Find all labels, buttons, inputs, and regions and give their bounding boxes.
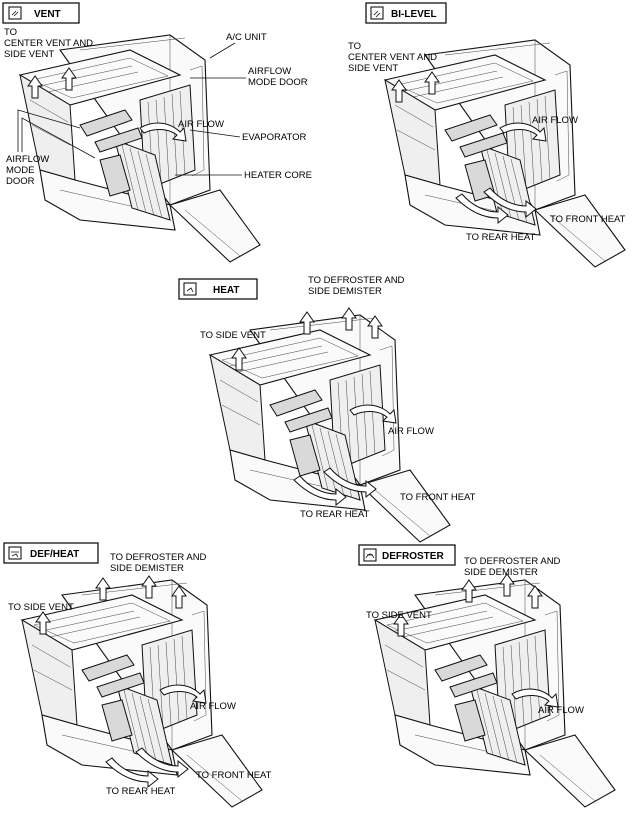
- defheat-panel: DEF/HEAT TO DEFROSTER AND SIDE DEMISTER …: [3, 542, 272, 808]
- vent-mode-label: VENT: [34, 9, 61, 20]
- vent-label-evaporator: EVAPORATOR: [242, 132, 307, 143]
- defroster-label-side-vent: TO SIDE VENT: [366, 610, 432, 621]
- defheat-mode-label: DEF/HEAT: [30, 549, 79, 560]
- vent-label-heater-core: HEATER CORE: [244, 170, 312, 181]
- bilevel-mode-label: BI-LEVEL: [391, 9, 437, 20]
- bilevel-label-air-flow: AIR FLOW: [532, 115, 578, 126]
- vent-mode-label-box: [2, 2, 80, 24]
- vent-label-air-flow: AIR FLOW: [178, 119, 224, 130]
- vent-label-airflow-mode-1: AIRFLOW: [6, 154, 49, 165]
- bilevel-label-to: TO: [348, 41, 361, 52]
- defheat-label-defroster-1: TO DEFROSTER AND: [110, 552, 207, 563]
- vent-label-airflow-mode-3: DOOR: [6, 176, 35, 187]
- defheat-mode-label-box: [3, 542, 99, 564]
- bilevel-label-front-heat: TO FRONT HEAT: [550, 214, 626, 225]
- defroster-panel: DEFROSTER TO DEFROSTER AND SIDE DEMISTER…: [358, 544, 616, 808]
- heat-label-defroster-2: SIDE DEMISTER: [308, 286, 382, 297]
- defroster-mode-label-box: [358, 544, 456, 566]
- bilevel-label-rear-heat: TO REAR HEAT: [466, 232, 536, 243]
- bilevel-mode-icon: [370, 6, 384, 20]
- vent-label-ac-unit: A/C UNIT: [226, 32, 267, 43]
- defroster-mode-label: DEFROSTER: [382, 551, 444, 562]
- vent-label-airflow-door-2: MODE DOOR: [248, 77, 308, 88]
- defroster-label-defroster-1: TO DEFROSTER AND: [464, 556, 561, 567]
- vent-label-side-vent: SIDE VENT: [4, 49, 54, 60]
- heat-mode-label: HEAT: [213, 285, 239, 296]
- vent-label-airflow-door-1: AIRFLOW: [248, 66, 291, 77]
- heat-label-rear-heat: TO REAR HEAT: [300, 509, 370, 520]
- bilevel-panel: BI-LEVEL TO CENTER VENT AND SIDE VENT AI…: [348, 2, 626, 268]
- heat-label-defroster-1: TO DEFROSTER AND: [308, 275, 405, 286]
- bilevel-label-side-vent: SIDE VENT: [348, 63, 398, 74]
- bilevel-mode-label-box: [365, 2, 447, 24]
- vent-panel: VENT TO CENTER VENT AND SIDE VENT A/C UN…: [2, 2, 312, 263]
- heat-label-side-vent: TO SIDE VENT: [200, 330, 266, 341]
- heat-mode-label-box: [178, 278, 258, 300]
- defheat-label-side-vent: TO SIDE VENT: [8, 602, 74, 613]
- vent-label-center-vent: CENTER VENT AND: [4, 38, 93, 49]
- defheat-label-defroster-2: SIDE DEMISTER: [110, 563, 184, 574]
- heat-label-air-flow: AIR FLOW: [388, 426, 434, 437]
- vent-mode-icon: [8, 6, 22, 20]
- defheat-label-front-heat: TO FRONT HEAT: [196, 770, 272, 781]
- defheat-mode-icon: [8, 546, 22, 560]
- heat-label-front-heat: TO FRONT HEAT: [400, 492, 476, 503]
- heat-panel: HEAT TO DEFROSTER AND SIDE DEMISTER TO S…: [178, 275, 476, 543]
- vent-label-airflow-mode-2: MODE: [6, 165, 35, 176]
- vent-label-to: TO: [4, 27, 17, 38]
- defroster-label-defroster-2: SIDE DEMISTER: [464, 567, 538, 578]
- defheat-label-air-flow: AIR FLOW: [190, 701, 236, 712]
- defheat-label-rear-heat: TO REAR HEAT: [106, 786, 176, 797]
- bilevel-label-center-vent: CENTER VENT AND: [348, 52, 437, 63]
- defroster-label-air-flow: AIR FLOW: [538, 705, 584, 716]
- vent-ac-unit: [19, 34, 261, 263]
